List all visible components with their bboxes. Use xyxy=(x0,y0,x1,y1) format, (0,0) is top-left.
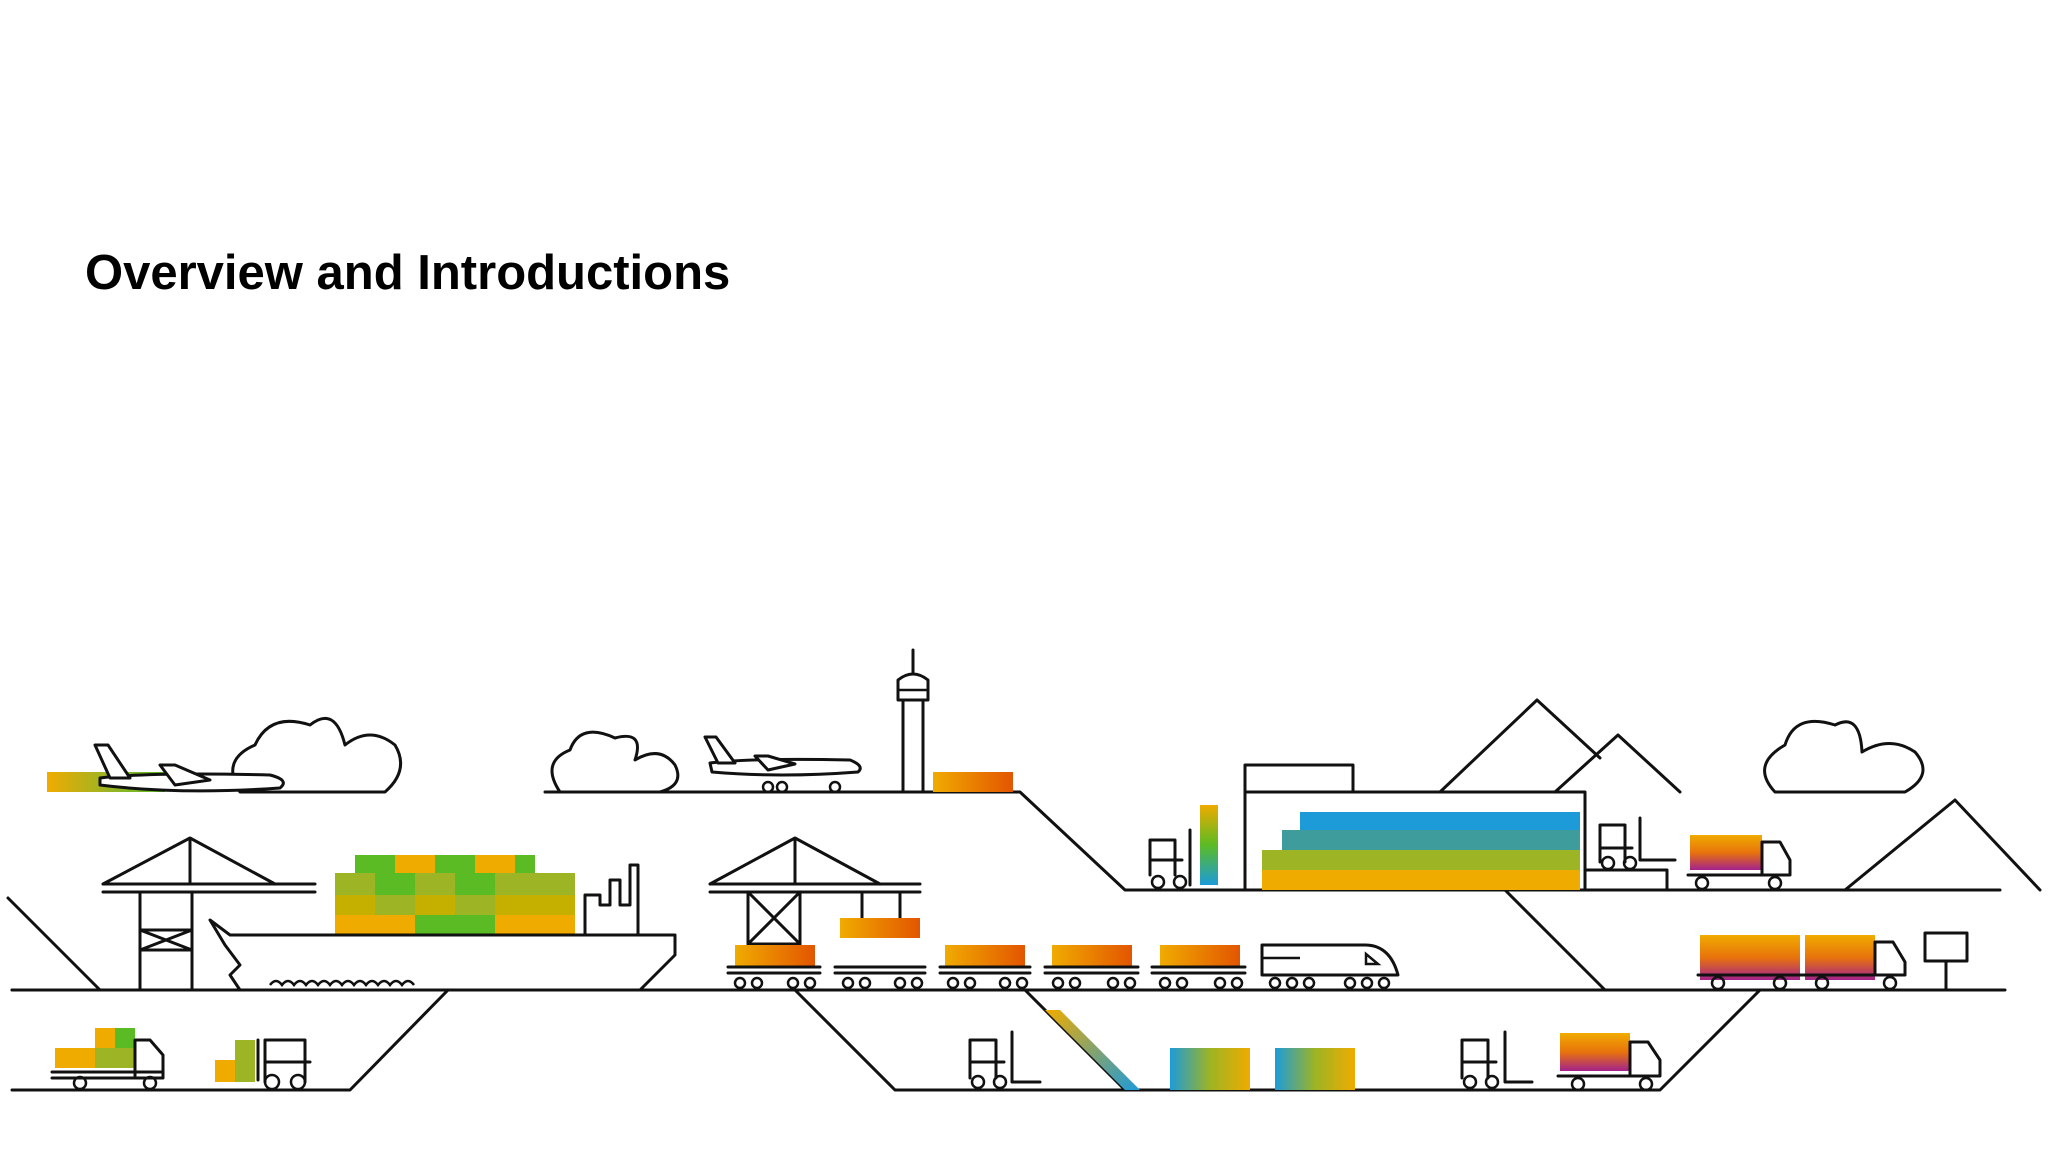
truck-trailer-icon xyxy=(1696,935,1907,991)
cloud-center xyxy=(550,730,680,794)
cloud-right xyxy=(1763,719,1925,794)
control-tower-icon xyxy=(896,648,930,794)
ship-containers xyxy=(335,855,575,935)
slide-title: Overview and Introductions xyxy=(85,246,731,300)
forklift-bottom-center-icon xyxy=(968,1030,1042,1090)
conveyor-ramp xyxy=(1045,1010,1140,1090)
forklift-bottom-left-icon xyxy=(215,1038,312,1091)
harbor-crane-left-icon xyxy=(101,836,317,992)
truck-top-right-icon xyxy=(1686,835,1792,891)
harbor-crane-center-icon xyxy=(708,836,922,946)
signpost-icon xyxy=(1923,931,1969,992)
warehouse-icon xyxy=(1243,763,1587,892)
air-cargo-containers xyxy=(933,772,1013,792)
forklift-warehouse-icon xyxy=(1148,805,1218,890)
truck-bottom-right-icon xyxy=(1556,1033,1662,1092)
container-ship-icon xyxy=(208,855,677,992)
warehouse-containers-bottom xyxy=(1170,1048,1355,1090)
truck-bottom-left-icon xyxy=(50,1028,165,1091)
airplane-center-icon xyxy=(703,735,862,794)
forklift-dock-icon xyxy=(1583,816,1677,892)
airplane-left-icon xyxy=(47,743,285,793)
freight-train-icon xyxy=(726,943,1400,990)
forklift-bottom-right-icon xyxy=(1460,1030,1534,1090)
cloud-left xyxy=(231,716,403,794)
